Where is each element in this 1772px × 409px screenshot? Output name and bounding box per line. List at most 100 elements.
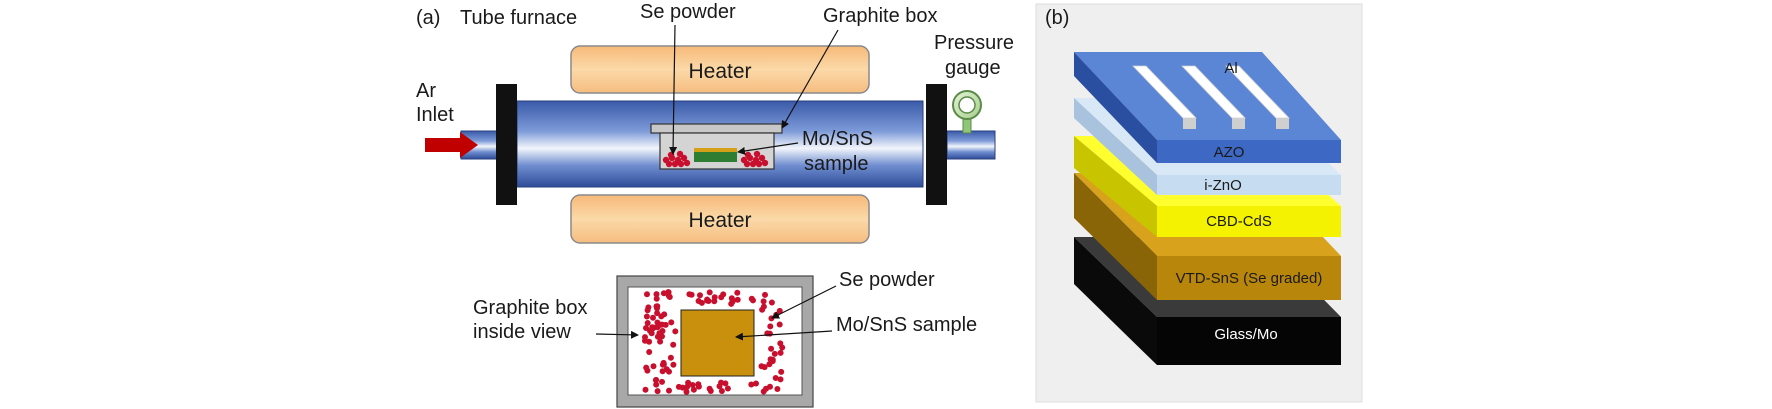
sample-label-line1: Mo/SnS	[802, 128, 873, 150]
se-particle	[644, 291, 650, 298]
se-particle	[772, 375, 779, 381]
se-particle	[653, 295, 660, 302]
se-particle	[734, 289, 741, 296]
graphite-box-label: Graphite box	[823, 5, 938, 27]
ar-inlet-arrow	[425, 132, 478, 158]
se-particle	[646, 349, 653, 355]
azo-label: AZO	[1214, 144, 1245, 161]
al-finger-1-side	[1183, 118, 1196, 129]
se-particle	[646, 338, 653, 345]
heater-top	[570, 45, 870, 94]
se-powder-inset-label: Se powder	[839, 269, 935, 291]
sample-pointer	[737, 142, 799, 155]
se-particle	[711, 298, 718, 305]
se-particle	[744, 151, 752, 159]
sns-front	[1157, 256, 1341, 300]
pressure-gauge-label-line1: Pressure	[934, 32, 1014, 54]
se-particle	[659, 378, 665, 385]
sample-inset-label: Mo/SnS sample	[836, 314, 977, 336]
cds-front	[1157, 206, 1341, 237]
al-finger-2-side	[1232, 118, 1245, 129]
se-particle	[657, 321, 664, 328]
sample-inset-pointer	[735, 330, 833, 341]
se-particle	[777, 376, 784, 383]
se-particle	[666, 387, 672, 394]
se-particle	[650, 314, 656, 321]
sample-film	[694, 148, 737, 152]
se-powder-top-pointer	[669, 24, 678, 155]
se-particle	[760, 298, 767, 305]
se-particle	[654, 333, 661, 340]
cds-left	[1074, 136, 1157, 237]
se-particle	[644, 367, 651, 374]
se-particle	[654, 388, 661, 395]
se-particle	[643, 313, 650, 320]
glass-mo-left	[1074, 237, 1157, 365]
se-particle	[665, 160, 673, 168]
se-particle	[734, 296, 741, 303]
izno-front	[1157, 175, 1341, 195]
izno-label: i-ZnO	[1204, 177, 1242, 194]
se-particle	[749, 160, 757, 168]
se-particle	[695, 381, 702, 388]
se-particle	[690, 386, 697, 393]
se-particle	[706, 289, 713, 296]
glass-mo-label: Glass/Mo	[1214, 326, 1277, 343]
se-powder-top-label: Se powder	[640, 1, 736, 23]
inside-view-label-line1: Graphite box	[473, 297, 588, 319]
se-particle	[769, 358, 776, 365]
se-particle	[776, 321, 783, 328]
se-particle	[653, 291, 660, 298]
se-particle	[774, 386, 781, 392]
se-particle	[660, 359, 667, 366]
sns-left	[1074, 173, 1157, 300]
se-particle	[767, 323, 774, 330]
inside-view-pointer	[595, 330, 639, 339]
se-particle	[753, 150, 761, 158]
se-particle	[743, 160, 751, 168]
right-flange	[926, 84, 947, 205]
se-particle	[759, 306, 766, 313]
pressure-gauge-dial	[958, 96, 976, 114]
se-particle	[762, 291, 768, 298]
azo-front	[1157, 140, 1341, 163]
sample-substrate	[694, 151, 737, 162]
se-particle	[649, 324, 656, 331]
se-particle	[642, 386, 649, 393]
inset-sample	[680, 309, 755, 377]
se-particle	[654, 310, 661, 317]
se-particle	[688, 291, 695, 298]
se-particle	[672, 328, 679, 335]
se-particle	[644, 307, 651, 314]
heater-bottom	[570, 194, 870, 244]
se-particle	[652, 377, 659, 384]
se-particle	[761, 364, 768, 371]
inset-se-powder-particles	[642, 289, 786, 395]
se-particle	[676, 150, 684, 158]
al-finger-3-side	[1276, 118, 1289, 129]
se-particle	[683, 159, 691, 167]
se-particle	[704, 297, 711, 304]
panel-b-label: (b)	[1045, 7, 1069, 29]
se-particle	[724, 385, 731, 392]
se-particle	[758, 154, 766, 162]
se-particle	[695, 298, 702, 304]
se-particle	[665, 289, 672, 296]
se-particle	[753, 380, 759, 387]
se-particle	[671, 160, 679, 168]
se-particle	[684, 383, 691, 390]
se-particle	[650, 363, 657, 370]
se-particle	[683, 388, 690, 395]
se-particle	[662, 321, 669, 328]
se-particle	[689, 382, 696, 388]
se-particle	[653, 381, 660, 388]
se-particle	[718, 388, 725, 394]
se-particle	[768, 345, 775, 352]
sample-label-line2: sample	[804, 153, 868, 175]
se-particle	[777, 349, 784, 356]
se-particle	[680, 154, 688, 162]
se-particle	[777, 340, 784, 347]
se-particle	[755, 160, 763, 168]
se-particle	[760, 388, 767, 395]
